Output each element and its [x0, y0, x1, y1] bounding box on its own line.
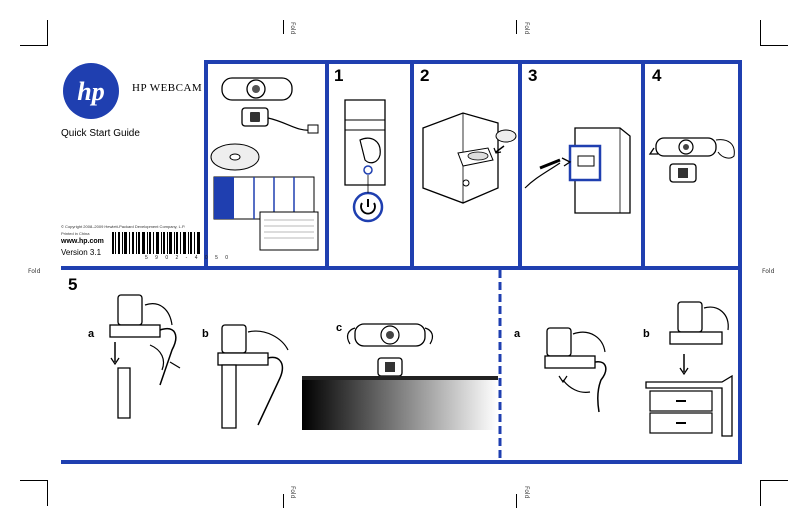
step-number-2: 2	[420, 66, 430, 85]
fold-mark	[283, 20, 284, 34]
substep-label-a: a	[88, 328, 95, 340]
crop-mark	[760, 480, 761, 506]
svg-text:hp: hp	[77, 77, 104, 106]
divider-2	[410, 60, 414, 268]
substep-label-b-2: b	[643, 328, 650, 340]
substep-label-c: c	[336, 322, 343, 334]
crop-mark	[760, 45, 788, 46]
frame-right-line	[738, 60, 742, 464]
brand-title: HP WEBCAM	[132, 82, 203, 94]
crop-mark	[760, 20, 761, 46]
desk-mount-b-illustration	[645, 301, 733, 437]
crop-mark	[47, 20, 48, 46]
divider-3	[518, 60, 522, 268]
step-number-5: 5	[68, 275, 78, 294]
pc-insert-disc-illustration	[422, 112, 517, 204]
hp-logo: hp	[63, 63, 119, 119]
printed-text: Printed in China	[61, 231, 90, 236]
fold-label: Fold	[289, 22, 296, 35]
fold-mark	[516, 494, 517, 508]
fold-label: Fold	[523, 486, 530, 499]
crop-mark	[20, 480, 48, 481]
divider-1	[325, 60, 329, 268]
fold-label: Fold	[523, 22, 530, 35]
quick-start-guide-illustration	[213, 176, 319, 251]
fold-label: Fold	[28, 268, 41, 275]
frame-left-divider	[204, 60, 208, 268]
step-number-1: 1	[334, 66, 344, 85]
laptop-mount-a-illustration	[109, 294, 181, 419]
barcode	[112, 232, 200, 254]
guide-subtitle: Quick Start Guide	[61, 128, 140, 139]
monitor-mount-c-illustration	[302, 323, 498, 430]
frame-bottom-line	[61, 460, 742, 464]
barcode-number: 5 9 0 2 - 4 0 5 0	[145, 255, 232, 261]
laptop-mount-b-illustration	[217, 324, 289, 429]
crop-mark	[20, 45, 48, 46]
webcam-open-illustration	[648, 137, 735, 183]
substep-label-b: b	[202, 328, 209, 340]
website-url: www.hp.com	[61, 238, 104, 245]
frame-top-line	[204, 60, 742, 64]
dashed-divider	[498, 270, 502, 462]
crop-mark	[760, 480, 788, 481]
fold-mark	[516, 20, 517, 34]
webcam-illustration	[221, 77, 319, 134]
fold-mark	[283, 494, 284, 508]
step-number-4: 4	[652, 66, 662, 85]
substep-label-a-2: a	[514, 328, 521, 340]
cd-illustration	[210, 143, 260, 171]
desk-mount-a-illustration	[544, 327, 607, 413]
fold-label: Fold	[289, 486, 296, 499]
divider-4	[641, 60, 645, 268]
fold-label: Fold	[762, 268, 775, 275]
pc-tower-power-illustration	[344, 99, 386, 223]
frame-middle-line	[61, 266, 742, 270]
pc-usb-connect-illustration	[524, 127, 631, 214]
version-text: Version 3.1	[61, 248, 102, 257]
step-number-3: 3	[528, 66, 538, 85]
copyright-text: © Copyright 2008–2009 Hewlett-Packard De…	[61, 224, 186, 229]
crop-mark	[47, 480, 48, 506]
